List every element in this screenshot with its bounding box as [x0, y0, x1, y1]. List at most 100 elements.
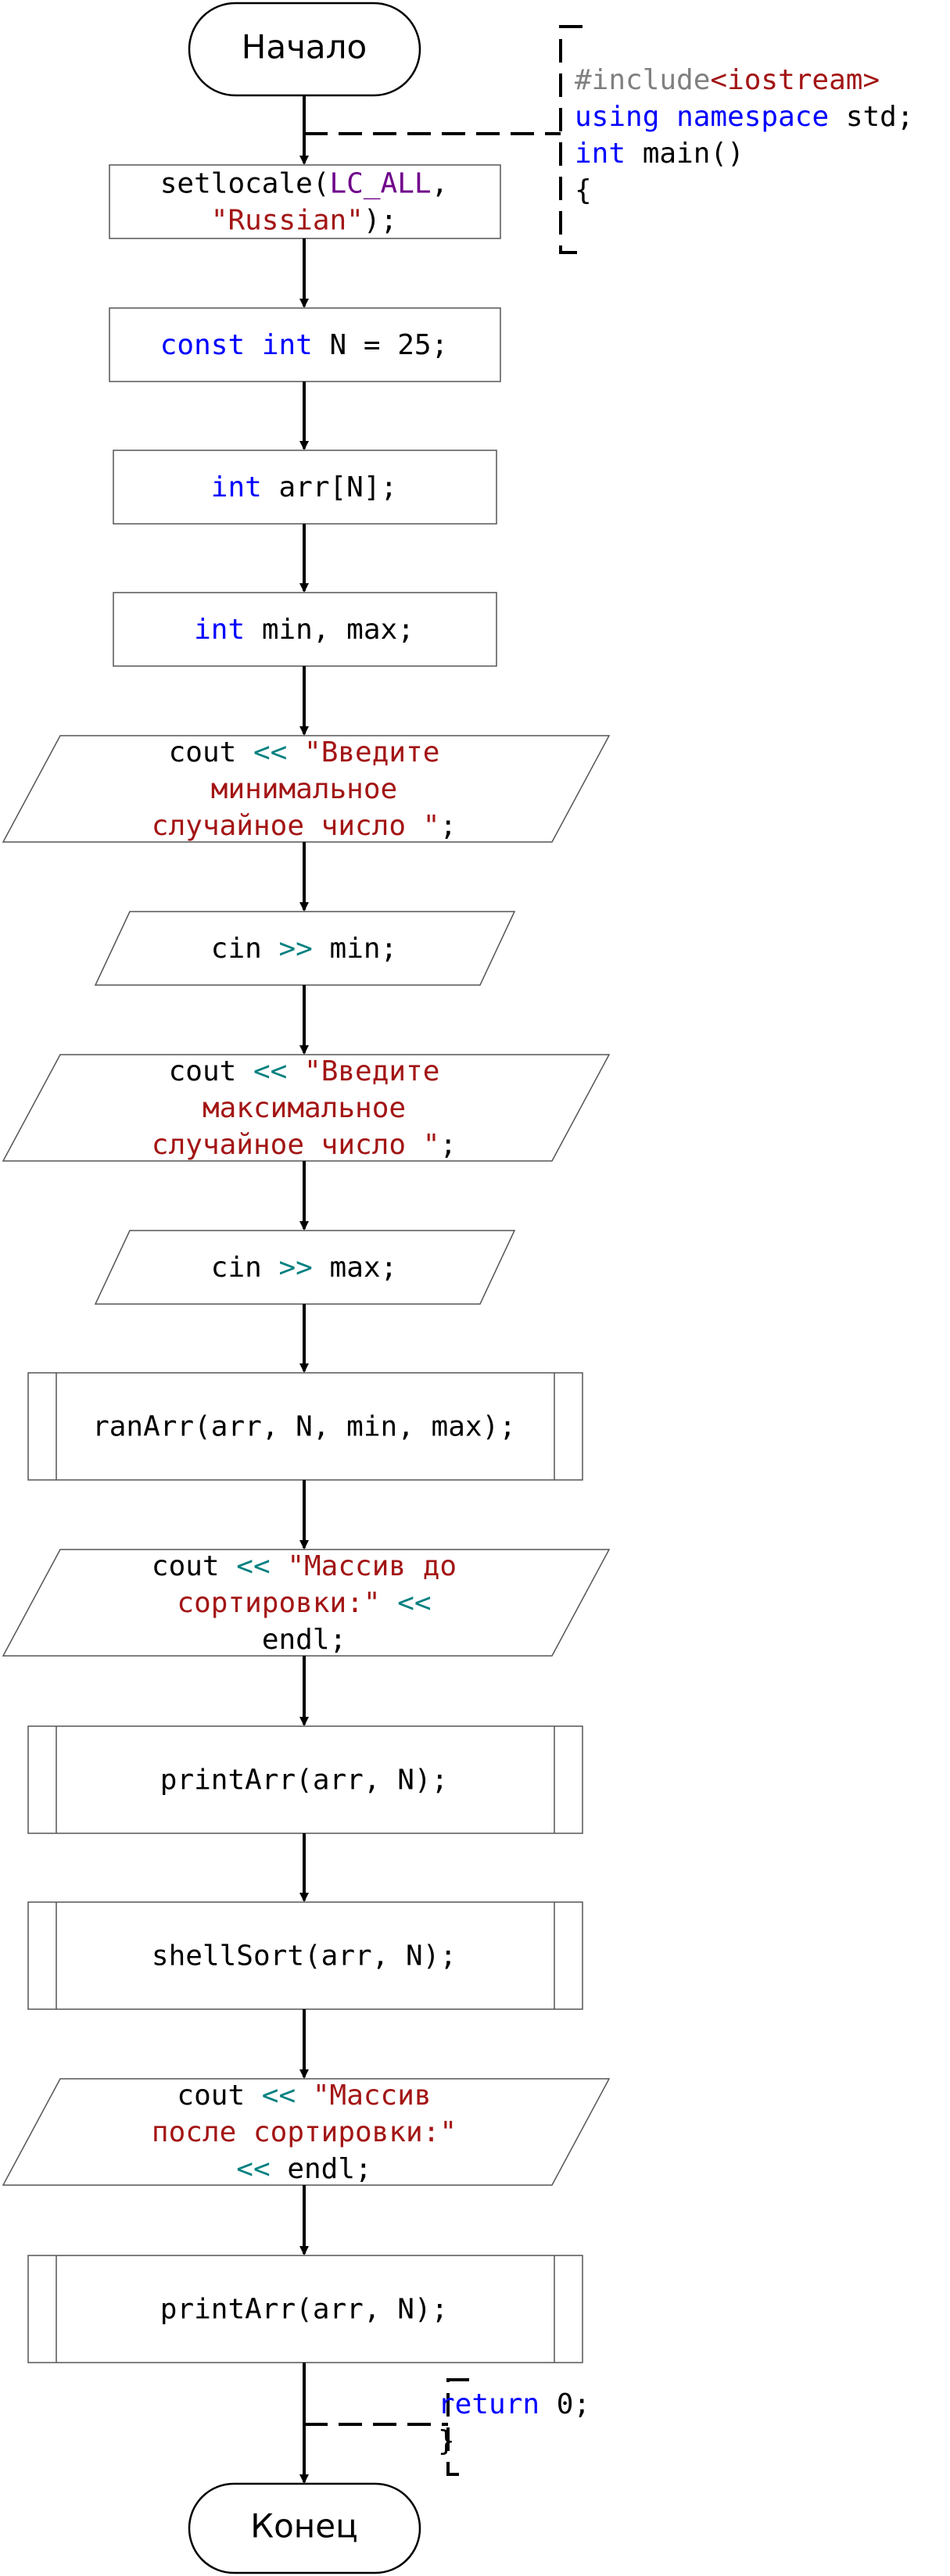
comment-bottom-text: return 0;}: [438, 2388, 590, 2457]
code-token: cout: [169, 736, 253, 769]
comment-top-text: #include<iostream> using namespace std; in…: [575, 64, 914, 206]
code-token: }: [438, 2425, 455, 2457]
code-token: >>: [278, 933, 312, 965]
code-token: #include: [575, 64, 710, 96]
block-text: setlocale(LC_ALL, "Russian");: [160, 168, 448, 237]
code-token: "Массив до: [287, 1550, 457, 1582]
block-text: cin >> max;: [211, 1252, 397, 1284]
code-token: минимальное: [211, 773, 397, 805]
block-text: shellSort(arr, N);: [152, 1940, 457, 1972]
code-token: [271, 1550, 288, 1582]
code-token: максимальное: [203, 1092, 406, 1124]
code-token: ,: [432, 168, 449, 200]
code-token: <iostream>: [710, 64, 880, 96]
code-token: случайное число ": [152, 810, 439, 842]
code-token: N = 25;: [313, 329, 448, 361]
code-token: int: [262, 329, 313, 361]
code-token: [287, 736, 304, 769]
process-shape: [109, 164, 501, 239]
end-label: Конец: [250, 2507, 357, 2546]
comment-top: #include<iostream> using namespace std; in…: [304, 25, 914, 254]
code-token: LC_ALL: [330, 168, 432, 200]
code-token: endl;: [262, 1624, 346, 1656]
block-const-n: const int N = 25;: [109, 307, 501, 382]
code-token: printArr(arr, N);: [160, 1765, 448, 1797]
io-shape: [2, 1549, 611, 1657]
subroutine-shape: [27, 2255, 583, 2363]
block-text: printArr(arr, N);: [160, 2294, 448, 2326]
code-token: int: [194, 614, 245, 646]
code-token: "Введите: [304, 736, 439, 769]
block-cin-min: cin >> min;: [94, 911, 516, 986]
code-token: std;: [829, 101, 913, 133]
io-shape: [94, 911, 516, 986]
block-text: ranArr(arr, N, min, max);: [92, 1411, 516, 1443]
code-token: [659, 101, 676, 133]
process-shape: [113, 592, 497, 667]
code-token: ;: [439, 1129, 457, 1161]
code-token: min;: [313, 933, 397, 965]
code-token: );: [364, 205, 397, 237]
code-token: <<: [397, 1587, 431, 1619]
code-token: min, max;: [245, 614, 414, 646]
end-terminator: Конец: [188, 2482, 421, 2574]
code-token: ranArr(arr, N, min, max);: [92, 1411, 516, 1443]
block-cin-max: cin >> max;: [94, 1230, 516, 1305]
code-token: [296, 2080, 313, 2112]
block-text: const int N = 25;: [160, 329, 448, 361]
code-token: {: [575, 174, 592, 206]
code-token: ;: [439, 810, 457, 842]
code-token: "Введите: [304, 1055, 439, 1087]
comment-bottom: return 0;}: [304, 2378, 590, 2476]
code-token: [381, 1587, 398, 1619]
block-ranarr: ranArr(arr, N, min, max);: [27, 1372, 583, 1481]
code-token: сортировки:": [177, 1587, 380, 1619]
start-terminator: Начало: [188, 2, 421, 97]
block-text: int min, max;: [194, 614, 414, 646]
code-token: cin: [211, 1252, 279, 1284]
code-token: "Russian": [211, 205, 364, 237]
code-token: int: [575, 138, 626, 170]
code-token: "Массив: [313, 2080, 432, 2112]
block-int-min-max: int min, max;: [113, 592, 497, 667]
code-token: int: [211, 471, 262, 503]
io-shape: [94, 1230, 516, 1305]
code-token: namespace: [676, 101, 829, 133]
code-token: arr[N];: [262, 471, 397, 503]
block-text: int arr[N];: [211, 471, 397, 503]
code-token: 0;: [540, 2388, 590, 2420]
code-token: printArr(arr, N);: [160, 2294, 448, 2326]
code-token: <<: [236, 2153, 270, 2185]
subroutine-shape: [27, 1372, 583, 1481]
code-token: endl;: [271, 2153, 372, 2185]
block-printarr-2: printArr(arr, N);: [27, 2255, 583, 2363]
code-token: [245, 329, 262, 361]
code-token: после сортировки:": [152, 2116, 457, 2148]
code-token: cout: [169, 1055, 253, 1087]
code-token: return: [438, 2388, 540, 2420]
code-token: setlocale(: [160, 168, 330, 200]
io-shape: [2, 735, 611, 843]
blocks-layer: setlocale(LC_ALL, "Russian"); const int N …: [2, 164, 611, 2363]
io-shape: [2, 1054, 611, 1162]
code-token: shellSort(arr, N);: [152, 1940, 457, 1972]
process-shape: [113, 450, 497, 525]
block-int-arr: int arr[N];: [113, 450, 497, 525]
code-token: max;: [313, 1252, 397, 1284]
code-token: const: [160, 329, 245, 361]
code-token: случайное число ": [152, 1129, 439, 1161]
io-shape: [2, 2078, 611, 2186]
code-token: [287, 1055, 304, 1087]
start-label: Начало: [242, 28, 367, 66]
block-printarr-1: printArr(arr, N);: [27, 1725, 583, 1834]
code-token: using: [575, 101, 659, 133]
subroutine-shape: [27, 1725, 583, 1834]
